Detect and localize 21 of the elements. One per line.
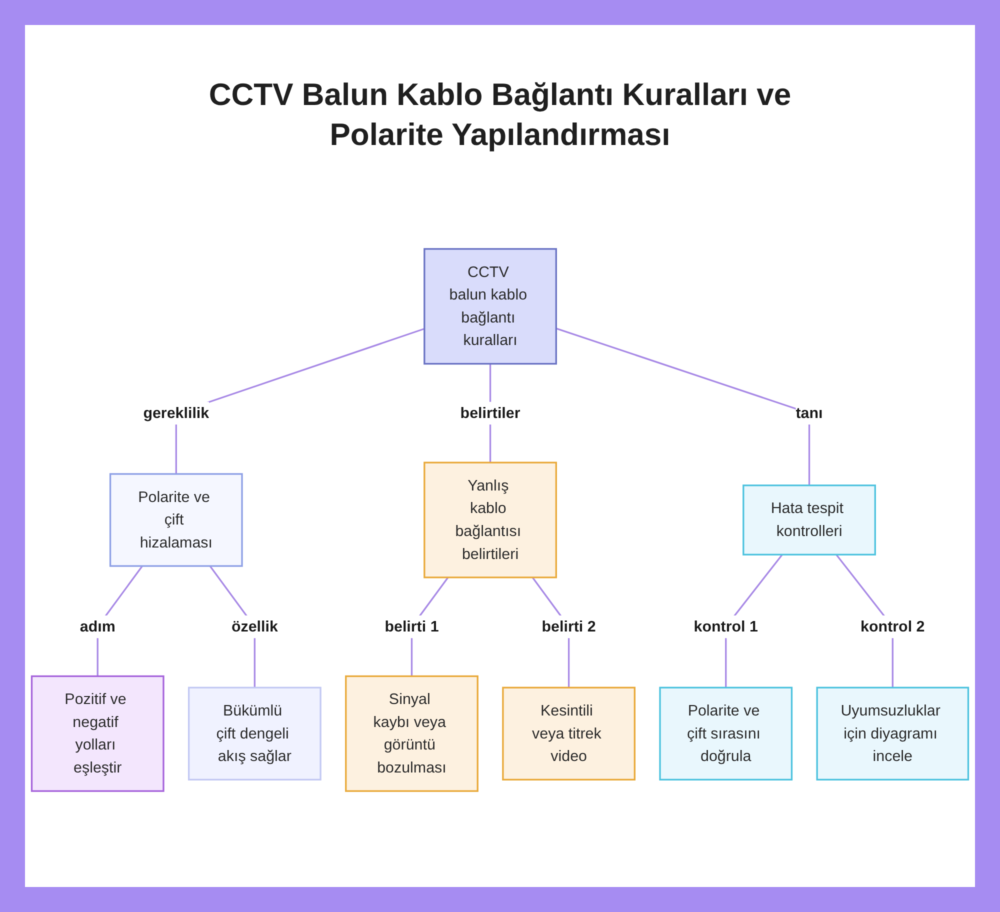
node-box: Kesintili veya titrek video: [502, 686, 636, 780]
edge-label: kontrol 2: [860, 618, 925, 635]
node-box: Hata tespit kontrolleri: [742, 484, 876, 556]
node-box: Sinyal kaybı veya görüntü bozulması: [345, 675, 478, 792]
node-box: Polarite ve çift hizalaması: [109, 473, 243, 567]
node-box: Bükümlü çift dengeli akış sağlar: [188, 686, 322, 780]
edge-label: belirti 2: [542, 618, 596, 635]
node-box: CCTV balun kablo bağlantı kuralları: [424, 248, 557, 365]
edge-label: kontrol 1: [694, 618, 758, 635]
node-box: Yanlış kablo bağlantısı belirtileri: [424, 462, 557, 578]
edge-label: belirti 1: [384, 618, 439, 635]
edge-label: özellik: [231, 618, 278, 635]
title: CCTV Balun Kablo Bağlantı Kuralları ve Polarite Yapılandırması: [208, 76, 792, 154]
node-box: Uyumsuzluklar için diyagramı incele: [816, 686, 970, 780]
node-box: Pozitif ve negatif yolları eşleştir: [30, 675, 164, 792]
edge-label: belirtiler: [460, 404, 520, 422]
edge-label: tanı: [796, 404, 823, 422]
connector: [556, 328, 810, 486]
edge-label: adım: [80, 618, 116, 635]
node-box: Polarite ve çift sırasını doğrula: [659, 686, 793, 780]
edge-label: gereklilik: [143, 404, 210, 422]
